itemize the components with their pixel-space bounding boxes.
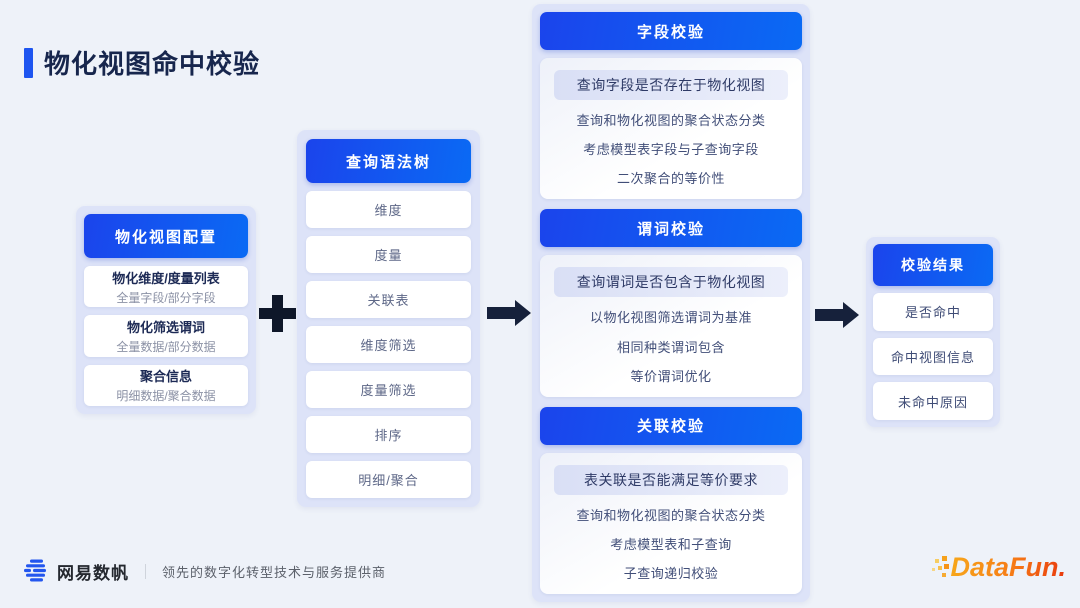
section-point: 以物化视图筛选谓词为基准 [589, 310, 752, 326]
page-title-block: 物化视图命中校验 [24, 44, 260, 81]
result-item: 未命中原因 [873, 382, 993, 421]
config-item: 聚合信息 明细数据/聚合数据 [84, 364, 248, 406]
result-box-header: 校验结果 [873, 244, 993, 286]
syntax-tree-header: 查询语法树 [306, 139, 471, 183]
section-body: 查询字段是否存在于物化视图 查询和物化视图的聚合状态分类 考虑模型表字段与子查询… [540, 58, 802, 200]
section-highlight: 查询字段是否存在于物化视图 [554, 70, 788, 100]
section-header: 谓词校验 [540, 209, 802, 248]
config-item-subtitle: 全量数据/部分数据 [116, 339, 216, 354]
validation-column: 字段校验 查询字段是否存在于物化视图 查询和物化视图的聚合状态分类 考虑模型表字… [532, 4, 810, 602]
arrow-right-icon [815, 302, 859, 328]
section-point: 查询和物化视图的聚合状态分类 [576, 507, 766, 523]
section-body: 查询谓词是否包含于物化视图 以物化视图筛选谓词为基准 相同种类谓词包含 等价谓词… [540, 255, 802, 397]
datafun-wordmark: DataFun. [950, 552, 1066, 582]
config-item-title: 聚合信息 [139, 369, 192, 385]
validation-section-field: 字段校验 查询字段是否存在于物化视图 查询和物化视图的聚合状态分类 考虑模型表字… [540, 12, 802, 200]
query-syntax-tree-box: 查询语法树 维度 度量 关联表 维度筛选 度量筛选 排序 明细/聚合 [297, 130, 480, 507]
page-title: 物化视图命中校验 [44, 49, 261, 79]
section-highlight: 查询谓词是否包含于物化视图 [554, 267, 788, 298]
validation-result-box: 校验结果 是否命中 命中视图信息 未命中原因 [866, 237, 1000, 427]
config-item-subtitle: 全量字段/部分字段 [116, 290, 216, 305]
config-item-title: 物化维度/度量列表 [112, 270, 220, 286]
config-item: 物化维度/度量列表 全量字段/部分字段 [84, 266, 248, 308]
validation-section-predicate: 谓词校验 查询谓词是否包含于物化视图 以物化视图筛选谓词为基准 相同种类谓词包含… [540, 209, 802, 397]
section-header: 关联校验 [540, 406, 802, 445]
brand-separator: ｜ [138, 563, 154, 581]
section-point: 等价谓词优化 [630, 368, 712, 384]
section-point: 子查询递归校验 [623, 565, 719, 581]
config-item-subtitle: 明细数据/聚合数据 [116, 389, 216, 404]
syntax-tree-item: 度量 [306, 236, 471, 273]
syntax-tree-item: 维度筛选 [306, 326, 471, 363]
section-point: 查询和物化视图的聚合状态分类 [576, 113, 766, 129]
config-item: 物化筛选谓词 全量数据/部分数据 [84, 315, 248, 357]
section-highlight: 表关联是否能满足等价要求 [554, 464, 788, 495]
brand-tagline: 领先的数字化转型技术与服务提供商 [162, 564, 387, 580]
section-point: 考虑模型表字段与子查询字段 [583, 142, 759, 158]
materialized-view-config-box: 物化视图配置 物化维度/度量列表 全量字段/部分字段 物化筛选谓词 全量数据/部… [76, 206, 256, 414]
result-item: 是否命中 [873, 293, 993, 331]
title-accent-bar [24, 47, 33, 78]
section-point: 二次聚合的等价性 [616, 171, 725, 187]
syntax-tree-item: 排序 [306, 416, 471, 453]
config-item-title: 物化筛选谓词 [126, 319, 205, 335]
section-point: 考虑模型表和子查询 [610, 536, 732, 552]
brand-name: 网易数帆 [57, 563, 129, 583]
config-box-header: 物化视图配置 [84, 214, 248, 258]
syntax-tree-item: 明细/聚合 [306, 461, 471, 498]
datafun-logo: DataFun. [932, 552, 1066, 586]
syntax-tree-item: 度量筛选 [306, 371, 471, 408]
arrow-right-icon [487, 300, 531, 326]
footer-brand: 网易数帆 ｜ 领先的数字化转型技术与服务提供商 [22, 558, 386, 584]
plus-icon [259, 295, 296, 332]
section-header: 字段校验 [540, 12, 802, 50]
section-point: 相同种类谓词包含 [616, 339, 725, 355]
section-body: 表关联是否能满足等价要求 查询和物化视图的聚合状态分类 考虑模型表和子查询 子查… [540, 452, 802, 594]
validation-section-join: 关联校验 表关联是否能满足等价要求 查询和物化视图的聚合状态分类 考虑模型表和子… [540, 406, 802, 594]
syntax-tree-item: 维度 [306, 191, 471, 228]
netease-shufan-logo-icon [24, 559, 46, 582]
result-item: 命中视图信息 [873, 337, 993, 376]
syntax-tree-item: 关联表 [306, 281, 471, 318]
datafun-pixels-icon [932, 552, 950, 586]
